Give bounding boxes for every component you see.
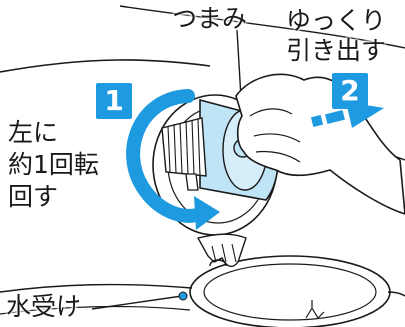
counterclockwise-arrow-icon [126, 89, 207, 223]
pull-label-line2: 引き出す [286, 36, 387, 65]
step-2-badge: 2 [332, 73, 368, 109]
rotate-label-line2: 約1回転 [8, 150, 99, 179]
water-tray-leader-dot [178, 291, 188, 301]
tray-base-line [0, 305, 191, 315]
rotate-label-line3: 回す [8, 182, 59, 211]
pull-label-line1: ゆっくり [286, 6, 387, 35]
tray-floor-line [0, 283, 405, 297]
water-tray-leader [91, 295, 183, 310]
appliance-top-arc [119, 5, 405, 49]
drip-hanger [196, 233, 247, 268]
knob-label: つまみ [172, 4, 248, 33]
water-tray [189, 255, 391, 327]
filter-tab [185, 173, 199, 191]
counterclockwise-arrowhead [194, 196, 220, 230]
tray-handle [209, 259, 227, 267]
rotate-label-line1: 左に [8, 118, 59, 147]
water-tray-label: 水受け [6, 292, 82, 321]
water-tray-rim [203, 263, 377, 321]
tray-detail [305, 300, 325, 319]
step-1-badge: 1 [96, 83, 132, 119]
filter-ribs [161, 117, 207, 177]
appliance-top-edge [0, 59, 211, 73]
